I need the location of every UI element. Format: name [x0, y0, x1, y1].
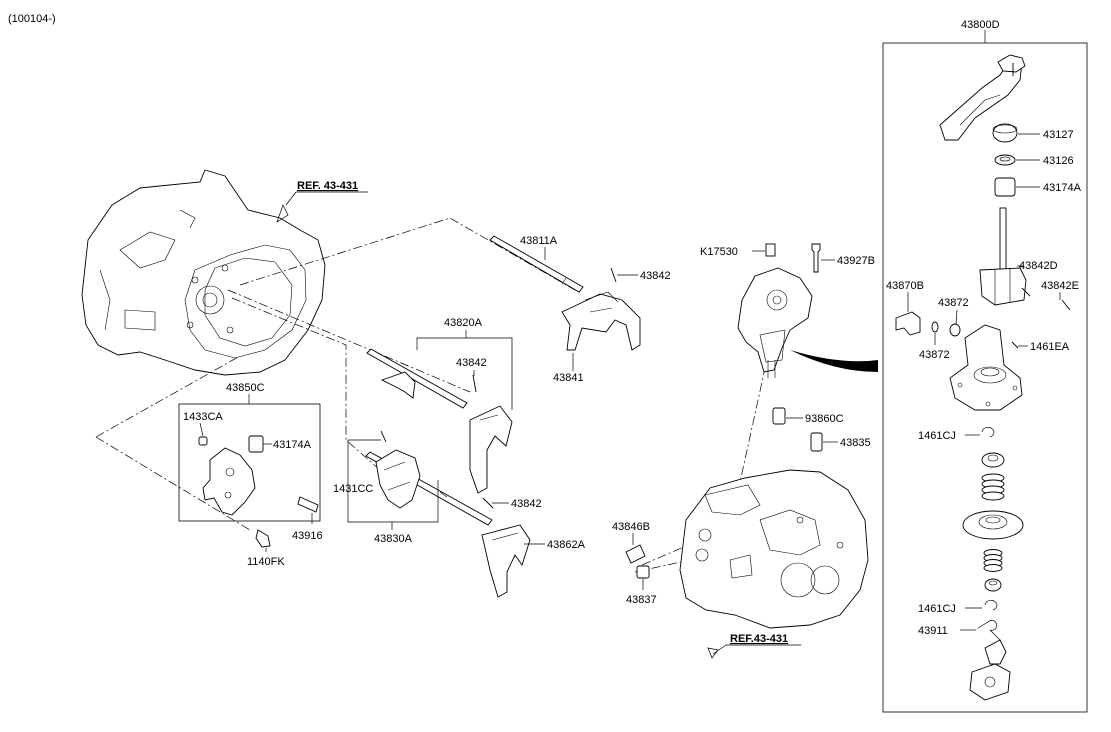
callout-1461CJ-lower[interactable]: 1461CJ — [918, 603, 956, 615]
plug-43837 — [636, 565, 650, 579]
callout-43927B[interactable]: 43927B — [837, 255, 875, 267]
dust-boot — [962, 510, 1024, 540]
callout-43835[interactable]: 43835 — [840, 437, 871, 449]
connector-arc — [790, 350, 878, 372]
transmission-case-lower — [679, 469, 869, 629]
assembly-centerlines — [95, 217, 781, 573]
control-shaft — [979, 207, 1027, 306]
select-lever-bottom — [969, 639, 1011, 701]
sleeve-43174A-right — [994, 177, 1016, 197]
retainer-upper — [981, 452, 1005, 468]
bracket-43870B — [895, 311, 921, 336]
callout-43174A-left[interactable]: 43174A — [273, 439, 312, 451]
callout-1461CJ-upper[interactable]: 1461CJ — [918, 430, 956, 442]
callout-43126[interactable]: 43126 — [1043, 155, 1074, 167]
callout-1461EA[interactable]: 1461EA — [1030, 341, 1070, 353]
ref-43-431-top[interactable]: REF. 43-431 — [297, 180, 358, 192]
callout-93860C[interactable]: 93860C — [805, 413, 844, 425]
callout-43872-lower[interactable]: 43872 — [919, 349, 950, 361]
callout-43837[interactable]: 43837 — [626, 594, 657, 606]
ref-43-431-bottom[interactable]: REF.43-431 — [730, 633, 788, 645]
clip-1461CJ-upper — [981, 426, 995, 438]
clip-1461CJ-lower — [984, 599, 998, 611]
bushing-43126 — [994, 154, 1016, 166]
callout-43842E[interactable]: 43842E — [1041, 280, 1079, 292]
plug-43835 — [810, 432, 823, 452]
transmission-case-upper — [81, 169, 326, 376]
callout-43842-mid[interactable]: 43842 — [456, 357, 487, 369]
sleeve-43174A-left — [248, 435, 264, 453]
callout-43842-low[interactable]: 43842 — [511, 498, 542, 510]
callout-43846B[interactable]: 43846B — [612, 521, 650, 533]
gear-shift-lever — [939, 54, 1026, 141]
callout-43800D[interactable]: 43800D — [961, 19, 1000, 31]
spring-upper — [981, 473, 1005, 501]
callout-43916[interactable]: 43916 — [292, 530, 323, 542]
callout-43127[interactable]: 43127 — [1043, 129, 1074, 141]
ball-part-1433CA — [198, 436, 208, 446]
shift-fork-43862A — [481, 524, 531, 598]
callout-1431CC[interactable]: 1431CC — [333, 483, 373, 495]
bolt-K17530 — [765, 243, 776, 257]
assembly-43850C-frame — [178, 403, 321, 522]
control-housing — [737, 267, 813, 378]
callout-43911[interactable]: 43911 — [918, 625, 948, 637]
shift-fork-43841 — [561, 291, 641, 351]
spring-lower — [983, 549, 1003, 572]
washer-43872-lower — [931, 321, 939, 333]
callout-43842-top[interactable]: 43842 — [640, 270, 671, 282]
shift-rail-43811A — [489, 235, 584, 293]
callout-1433CA[interactable]: 1433CA — [183, 411, 223, 423]
callout-43820A[interactable]: 43820A — [444, 317, 483, 329]
callout-K17530[interactable]: K17530 — [700, 246, 738, 258]
cover-plate — [949, 324, 1023, 411]
callout-43830A[interactable]: 43830A — [374, 533, 413, 545]
sensor-93860C — [772, 407, 786, 425]
callout-43841[interactable]: 43841 — [553, 372, 584, 384]
washer-43872-upper — [949, 323, 961, 337]
spring-43911 — [977, 620, 1001, 641]
callout-43870B[interactable]: 43870B — [886, 280, 924, 292]
shift-rail-43820A — [366, 348, 468, 409]
callout-43862A[interactable]: 43862A — [547, 539, 586, 551]
shift-fork-upper — [469, 405, 513, 494]
selector-lever — [202, 447, 256, 516]
shift-rail-43830A — [365, 449, 493, 526]
callout-43174A-right[interactable]: 43174A — [1043, 182, 1082, 194]
callout-1140FK[interactable]: 1140FK — [247, 556, 285, 568]
callout-43842D[interactable]: 43842D — [1019, 260, 1058, 272]
callout-43811A[interactable]: 43811A — [520, 235, 558, 247]
serial-range-label: (100104-) — [8, 13, 56, 25]
callout-43872-upper[interactable]: 43872 — [938, 297, 969, 309]
callout-43850C[interactable]: 43850C — [226, 382, 265, 394]
